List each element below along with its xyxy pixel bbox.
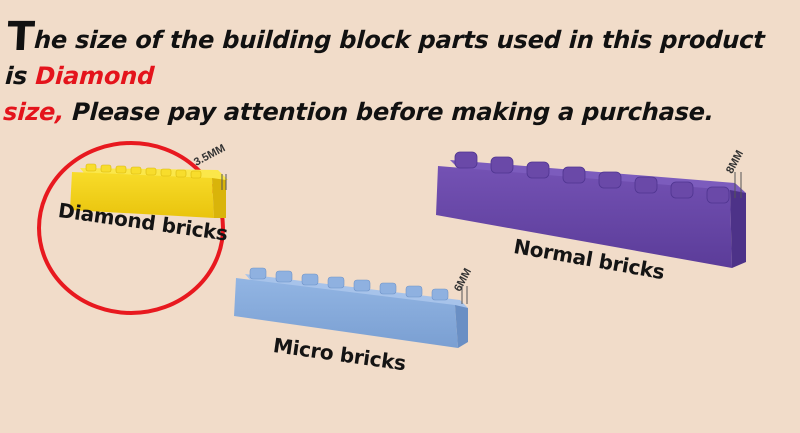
highlight-circle [37, 141, 225, 315]
normal-brick [436, 151, 746, 268]
diamond-brick [70, 163, 228, 218]
micro-brick [234, 267, 468, 348]
